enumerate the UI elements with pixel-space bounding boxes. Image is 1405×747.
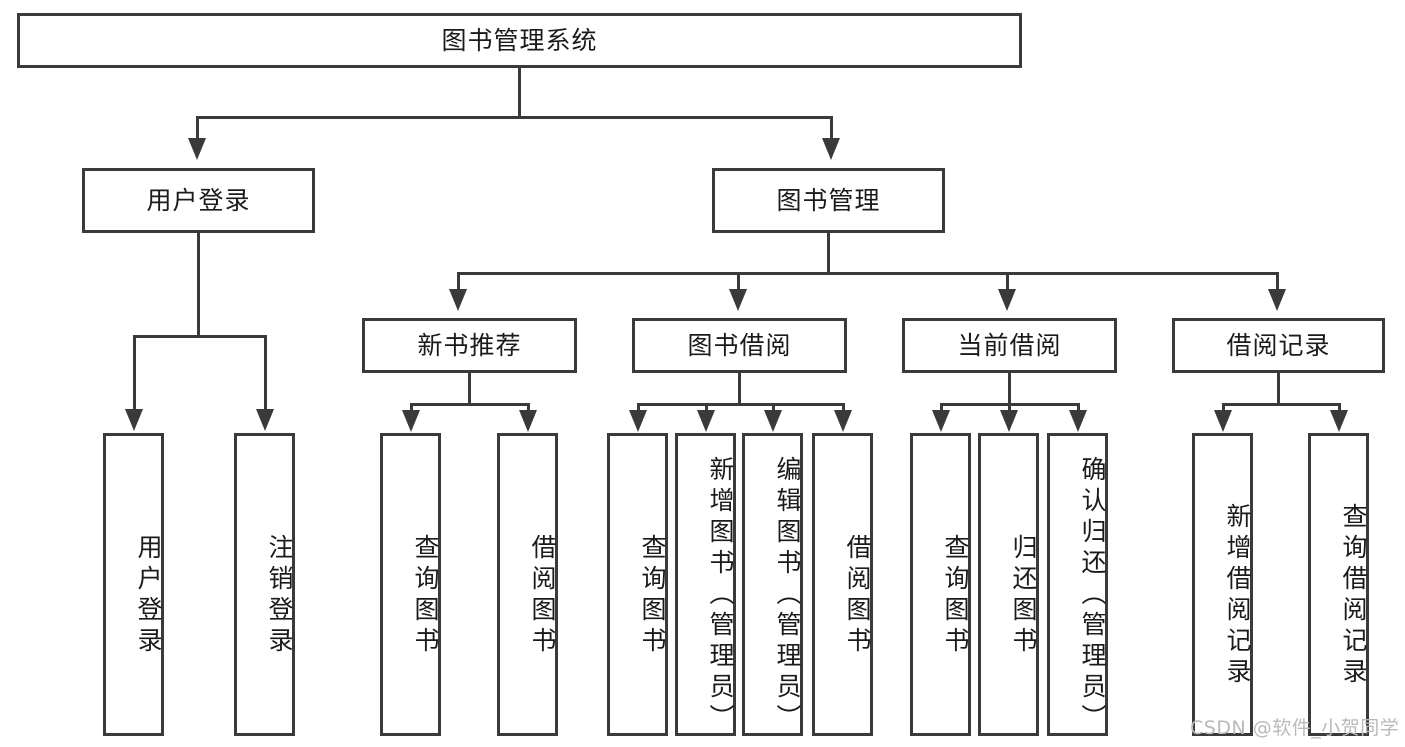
arrow-to-new-book-recommend <box>449 289 467 311</box>
arrow-to-leaf-query-book-bb <box>629 410 647 432</box>
edge-bb-drop-1 <box>637 403 640 412</box>
edge-cb-drop-2 <box>1008 403 1011 412</box>
edge-current-borrow-stem <box>1008 373 1011 403</box>
watermark-text: CSDN @软件_小贺同学 <box>1190 717 1400 739</box>
edge-borrow-record-stem <box>1277 373 1280 403</box>
node-label: 借阅记录 <box>1226 330 1331 360</box>
node-label: 查询图书 <box>638 533 667 658</box>
edge-cb-drop-3 <box>1077 403 1080 412</box>
node-borrow-record[interactable]: 借阅记录 <box>1172 318 1385 373</box>
edge-cb-drop-1 <box>940 403 943 412</box>
edge-book-borrow-stem <box>738 373 741 403</box>
edge-user-login-drop-1 <box>133 335 136 411</box>
node-label: 查询借阅记录 <box>1339 502 1368 689</box>
arrow-to-current-borrow <box>998 289 1016 311</box>
edge-nbr-drop-1 <box>410 403 413 412</box>
arrow-to-leaf-return-book <box>1000 410 1018 432</box>
leaf-add-borrow-record[interactable]: 新增借阅记录 <box>1192 433 1253 736</box>
node-label: 图书借阅 <box>687 330 792 360</box>
node-label: 用户登录 <box>134 533 163 658</box>
edge-nbr-drop-2 <box>527 403 530 412</box>
edge-new-book-recommend-stem <box>468 373 471 403</box>
node-label: 新增借阅记录 <box>1223 502 1252 689</box>
node-label: 查询图书 <box>411 533 440 658</box>
arrow-to-leaf-user-login <box>125 409 143 431</box>
arrow-to-user-login <box>188 138 206 160</box>
arrow-to-leaf-add-borrow-record <box>1214 410 1232 432</box>
node-label: 用户登录 <box>146 185 251 215</box>
node-book-management[interactable]: 图书管理 <box>712 168 945 233</box>
leaf-query-borrow-record[interactable]: 查询借阅记录 <box>1308 433 1369 736</box>
edge-level3-drop-3 <box>1006 272 1009 291</box>
leaf-borrow-book[interactable]: 借阅图书 <box>812 433 873 736</box>
edge-user-login-stem <box>197 233 200 335</box>
node-label: 当前借阅 <box>957 330 1062 360</box>
node-label: 新增图书（管理员） <box>706 456 735 735</box>
leaf-query-book-recommend[interactable]: 查询图书 <box>380 433 441 736</box>
edge-new-book-recommend-bus <box>410 403 530 406</box>
edge-user-login-drop-2 <box>264 335 267 411</box>
edge-level3-drop-2 <box>737 272 740 291</box>
leaf-edit-book-admin[interactable]: 编辑图书（管理员） <box>742 433 803 736</box>
node-label: 图书管理 <box>776 185 881 215</box>
node-label: 查询图书 <box>941 533 970 658</box>
arrow-to-leaf-add-book <box>697 410 715 432</box>
leaf-return-book[interactable]: 归还图书 <box>978 433 1039 736</box>
edge-level2-bus <box>196 116 833 119</box>
arrow-to-leaf-borrow-book-nbr <box>519 410 537 432</box>
leaf-query-book-borrow[interactable]: 查询图书 <box>607 433 668 736</box>
node-label: 图书管理系统 <box>441 25 598 55</box>
node-label: 注销登录 <box>265 533 294 658</box>
edge-level3-bus <box>457 272 1279 275</box>
node-user-login[interactable]: 用户登录 <box>82 168 315 233</box>
edge-br-drop-1 <box>1222 403 1225 412</box>
leaf-query-book-current[interactable]: 查询图书 <box>910 433 971 736</box>
leaf-user-login[interactable]: 用户登录 <box>103 433 164 736</box>
arrow-to-leaf-query-book-nbr <box>402 410 420 432</box>
arrow-to-leaf-logout <box>256 409 274 431</box>
edge-br-drop-2 <box>1338 403 1341 412</box>
node-current-borrow[interactable]: 当前借阅 <box>902 318 1117 373</box>
node-root-book-management-system[interactable]: 图书管理系统 <box>17 13 1022 68</box>
node-label: 借阅图书 <box>528 533 557 658</box>
arrow-to-leaf-confirm-return <box>1069 410 1087 432</box>
edge-borrow-record-bus <box>1222 403 1341 406</box>
node-label: 借阅图书 <box>843 533 872 658</box>
leaf-borrow-book-recommend[interactable]: 借阅图书 <box>497 433 558 736</box>
leaf-logout[interactable]: 注销登录 <box>234 433 295 736</box>
node-new-book-recommend[interactable]: 新书推荐 <box>362 318 577 373</box>
arrow-to-book-borrow <box>729 289 747 311</box>
leaf-confirm-return-admin[interactable]: 确认归还（管理员） <box>1047 433 1108 736</box>
edge-level2-drop-left <box>196 116 199 140</box>
node-label: 归还图书 <box>1009 533 1038 658</box>
edge-bb-drop-3 <box>772 403 775 412</box>
node-label: 编辑图书（管理员） <box>773 456 802 735</box>
edge-book-borrow-bus <box>637 403 845 406</box>
edge-bb-drop-4 <box>842 403 845 412</box>
leaf-add-book-admin[interactable]: 新增图书（管理员） <box>675 433 736 736</box>
arrow-to-borrow-record <box>1268 289 1286 311</box>
arrow-to-book-management <box>822 138 840 160</box>
edge-level3-drop-4 <box>1276 272 1279 291</box>
edge-level2-drop-right <box>830 116 833 140</box>
arrow-to-leaf-query-book-cb <box>932 410 950 432</box>
edge-bb-drop-2 <box>705 403 708 412</box>
edge-level3-drop-1 <box>457 272 460 291</box>
arrow-to-leaf-borrow-book-bb <box>834 410 852 432</box>
edge-root-stem <box>518 68 521 116</box>
node-label: 新书推荐 <box>417 330 522 360</box>
node-label: 确认归还（管理员） <box>1078 456 1107 735</box>
edge-user-login-bus <box>133 335 267 338</box>
arrow-to-leaf-query-borrow-record <box>1330 410 1348 432</box>
arrow-to-leaf-edit-book <box>764 410 782 432</box>
edge-book-management-stem <box>827 233 830 272</box>
node-book-borrow[interactable]: 图书借阅 <box>632 318 847 373</box>
